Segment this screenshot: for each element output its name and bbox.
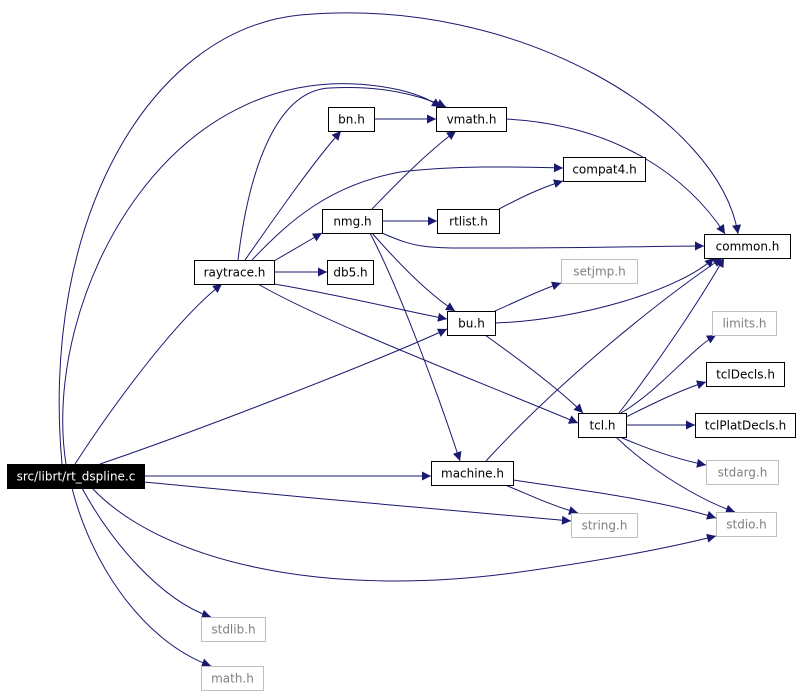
- edge-tcl-to-limits: [620, 334, 717, 414]
- node-box: [563, 157, 646, 182]
- nodes-layer: src/librt/rt_dspline.c raytrace.h bn.h vmat…: [7, 107, 796, 691]
- node-machine[interactable]: machine.h: [431, 461, 514, 486]
- edge-raytrace-to-bu: [273, 283, 448, 322]
- node-box: [431, 461, 514, 486]
- edge-root-to-raytrace: [74, 283, 223, 465]
- edge-raytrace-to-compat4: [251, 163, 564, 261]
- edge-bu-to-setjmp: [494, 281, 562, 312]
- edge-root-to-string: [143, 481, 572, 525]
- node-box: [561, 259, 638, 284]
- node-label: stdio.h: [726, 518, 766, 532]
- node-label: limits.h: [722, 317, 766, 331]
- node-label: raytrace.h: [204, 266, 266, 280]
- edge-root-to-stdio: [91, 487, 717, 582]
- edge-machine-to-common: [485, 257, 723, 462]
- node-box: [322, 209, 383, 234]
- node-box: [712, 311, 777, 336]
- node-root[interactable]: src/librt/rt_dspline.c: [7, 464, 145, 489]
- node-box: [328, 107, 375, 132]
- edges-layer: [58, 12, 742, 668]
- node-box: [571, 513, 638, 538]
- edge-root-to-vmath: [62, 83, 442, 465]
- edge-raytrace-to-bn: [244, 130, 342, 261]
- node-label: setjmp.h: [573, 265, 625, 279]
- node-label: stdarg.h: [718, 466, 768, 480]
- node-label: src/librt/rt_dspline.c: [17, 470, 136, 484]
- node-label: vmath.h: [447, 113, 497, 127]
- node-box: [7, 464, 145, 489]
- node-rtlist[interactable]: rtlist.h: [437, 209, 500, 234]
- edge-bu-to-tcl: [484, 334, 584, 414]
- node-vmath[interactable]: vmath.h: [436, 107, 507, 132]
- node-box: [327, 260, 374, 285]
- node-label: machine.h: [441, 467, 504, 481]
- node-bn[interactable]: bn.h: [328, 107, 375, 132]
- edge-nmg-to-bu: [371, 232, 456, 312]
- edge-tcl-to-stdio: [615, 436, 736, 514]
- edge-root-to-common: [58, 12, 742, 465]
- node-label: db5.h: [333, 266, 367, 280]
- node-label: bu.h: [458, 317, 485, 331]
- node-tcl[interactable]: tcl.h: [578, 413, 627, 438]
- node-label: rtlist.h: [449, 215, 488, 229]
- edge-tcl-to-common: [618, 257, 725, 414]
- node-label: tcl.h: [589, 419, 615, 433]
- node-box: [704, 234, 791, 259]
- node-label: compat4.h: [572, 163, 636, 177]
- node-nmg[interactable]: nmg.h: [322, 209, 383, 234]
- node-raytrace[interactable]: raytrace.h: [194, 260, 275, 285]
- edge-nmg-to-machine: [369, 232, 462, 462]
- edge-raytrace-to-vmath: [237, 86, 447, 261]
- node-compat4[interactable]: compat4.h: [563, 157, 646, 182]
- edge-raytrace-to-tcl: [257, 283, 579, 424]
- node-stdio[interactable]: stdio.h: [716, 512, 777, 537]
- edge-tcl-to-stdarg: [619, 436, 707, 468]
- node-label: string.h: [582, 519, 628, 533]
- node-label: tclPlatDecls.h: [705, 419, 787, 433]
- node-box: [201, 666, 264, 691]
- node-box: [578, 413, 627, 438]
- node-label: nmg.h: [333, 215, 371, 229]
- edge-machine-to-stdio: [512, 479, 717, 520]
- node-label: bn.h: [338, 113, 365, 127]
- edge-nmg-to-common: [381, 232, 705, 251]
- node-tclplat[interactable]: tclPlatDecls.h: [695, 413, 796, 438]
- edge-rtlist-to-compat4: [498, 179, 564, 210]
- edge-root-to-math: [71, 487, 212, 668]
- node-setjmp[interactable]: setjmp.h: [561, 259, 638, 284]
- edge-root-to-bu: [99, 328, 448, 465]
- node-box: [201, 617, 266, 642]
- node-string[interactable]: string.h: [571, 513, 638, 538]
- node-common[interactable]: common.h: [704, 234, 791, 259]
- node-box: [706, 362, 785, 387]
- node-label: common.h: [716, 240, 780, 254]
- node-label: stdlib.h: [211, 623, 255, 637]
- node-limits[interactable]: limits.h: [712, 311, 777, 336]
- node-label: math.h: [211, 672, 254, 686]
- node-label: tclDecls.h: [716, 368, 775, 382]
- node-stdlib[interactable]: stdlib.h: [201, 617, 266, 642]
- edge-nmg-to-vmath: [371, 130, 457, 210]
- node-box: [695, 413, 796, 438]
- node-math[interactable]: math.h: [201, 666, 264, 691]
- edge-machine-to-string: [504, 484, 579, 515]
- edge-tcl-to-tcldecls: [625, 380, 707, 418]
- edge-root-to-stdlib: [81, 487, 212, 619]
- node-box: [706, 460, 779, 485]
- edge-raytrace-to-nmg: [273, 232, 323, 262]
- node-box: [437, 209, 500, 234]
- node-box: [716, 512, 777, 537]
- node-box: [447, 311, 496, 336]
- node-box: [436, 107, 507, 132]
- node-tcldecls[interactable]: tclDecls.h: [706, 362, 785, 387]
- node-db5[interactable]: db5.h: [327, 260, 374, 285]
- edge-bu-to-common: [494, 257, 715, 324]
- node-box: [194, 260, 275, 285]
- node-stdarg[interactable]: stdarg.h: [706, 460, 779, 485]
- node-bu[interactable]: bu.h: [447, 311, 496, 336]
